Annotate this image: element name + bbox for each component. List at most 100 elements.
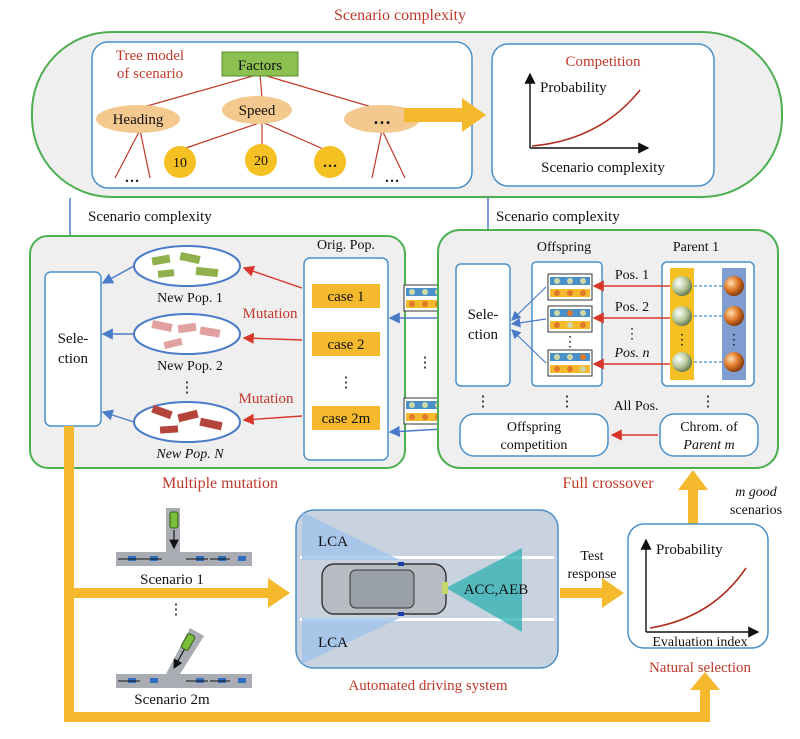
orig-pop-title: Orig. Pop.	[317, 238, 375, 253]
crossover-selection-label-2: ction	[468, 327, 498, 343]
offspring-inner-vdots: ⋮	[563, 335, 577, 350]
new-pop-1	[133, 245, 241, 287]
case-2-box	[312, 332, 380, 356]
case-2m-to-new-pop-n	[242, 413, 303, 425]
more-factors-label: …	[373, 108, 391, 128]
right-complexity-label: Scenario complexity	[496, 209, 620, 225]
pos-n-label: Pos. n	[614, 346, 650, 361]
eval-to-crossover-flow	[688, 484, 698, 524]
case-1-box	[312, 284, 380, 308]
speed-label: Speed	[239, 103, 276, 119]
ego-vehicle	[321, 562, 448, 616]
main-flow-up-arrowhead	[690, 672, 720, 690]
chrom-parent-m-box	[659, 413, 759, 457]
lca-top-zone	[302, 512, 400, 560]
offspring-competition-box	[459, 413, 609, 457]
all-pos-label: All Pos.	[613, 399, 658, 414]
new-pop-vdots: ⋮	[180, 380, 195, 396]
scenarios-to-ads-arrowhead	[268, 578, 290, 608]
scenario-1-road	[116, 508, 252, 566]
factors-node	[221, 51, 299, 77]
offspring-n-to-selection	[511, 329, 547, 364]
crossover-selection-label-1: Sele-	[468, 307, 499, 323]
tree-to-competition-arrow	[404, 98, 486, 132]
new-pop-n	[133, 401, 241, 443]
case-1-to-new-pop-1	[242, 265, 303, 289]
tree-model-label-2: of scenario	[117, 66, 183, 82]
competition-curve	[531, 89, 641, 147]
lane-line-top	[300, 556, 554, 559]
eval-xlabel: Evaluation index	[652, 635, 747, 650]
parent-1-genes	[672, 276, 744, 372]
new-pop-n-to-selection	[101, 409, 135, 423]
new-pop-2	[133, 313, 241, 355]
new-pop-1-label: New Pop. 1	[157, 291, 223, 306]
lca-top-label: LCA	[318, 534, 348, 550]
new-pop-2-cases	[151, 320, 221, 350]
mutation-label-1: Mutation	[243, 306, 298, 322]
mutation-selection-box	[44, 271, 102, 427]
new-pop-n-cases	[151, 404, 223, 434]
more-dots: …	[385, 170, 400, 186]
acc-aeb-zone	[446, 548, 522, 632]
competition-ylabel: Probability	[540, 80, 607, 96]
speed-value-more-label: …	[323, 155, 338, 171]
mutation-selection-label-2: ction	[58, 351, 88, 367]
scenario-1-label: Scenario 1	[140, 572, 204, 588]
main-flow-vertical	[64, 426, 74, 722]
main-flow-bottom	[64, 712, 710, 722]
natural-selection-title: Natural selection	[649, 660, 752, 676]
offspring-vdots: ⋮	[560, 394, 575, 410]
speed-value-20	[245, 144, 277, 176]
new-pop-1-to-selection	[101, 265, 135, 284]
ads-to-eval-flow	[560, 588, 604, 598]
offspring-1-to-selection	[511, 286, 547, 321]
new-pop-1-cases	[151, 252, 219, 278]
m-good-label-1: m good	[735, 485, 778, 500]
lane-line-bottom	[300, 618, 554, 621]
offspring-competition-label-2: competition	[501, 438, 568, 453]
scenario-vdots: ⋮	[169, 602, 184, 618]
competition-title: Competition	[566, 54, 642, 70]
eval-curve	[649, 567, 747, 629]
more-factors-node	[344, 105, 420, 133]
tree-edges	[114, 73, 406, 179]
parent-vdots: ⋮	[701, 394, 716, 410]
chrom-parent-m-label-2: Parent m	[682, 438, 734, 453]
mutation-label-2: Mutation	[239, 391, 294, 407]
heading-node	[96, 105, 180, 133]
ads-to-eval-arrowhead	[602, 578, 624, 608]
mutation-selection-label-1: Sele-	[58, 331, 89, 347]
speed-value-10	[164, 146, 196, 178]
crossover-selection-vdots: ⋮	[476, 394, 491, 410]
test-response-label-2: response	[568, 567, 617, 582]
parent-1-title: Parent 1	[673, 240, 719, 255]
case-2-to-new-pop-2	[242, 332, 303, 344]
parent-1-vdots-a: ⋮	[675, 333, 689, 348]
chrom-parent-m-label-1: Chrom. of	[680, 420, 738, 435]
offspring-2-to-selection	[510, 318, 547, 328]
heading-label: Heading	[113, 112, 164, 128]
main-flow-up-to-natural	[700, 684, 710, 722]
speed-value-more	[314, 146, 346, 178]
case-1-label: case 1	[327, 289, 364, 305]
multiple-mutation-title: Multiple mutation	[162, 475, 278, 492]
pos-1-label: Pos. 1	[615, 268, 649, 283]
competition-xlabel: Scenario complexity	[541, 160, 665, 176]
pos-2-label: Pos. 2	[615, 300, 649, 315]
scenario-2m-road	[116, 628, 252, 688]
scenarios-to-ads-flow	[74, 588, 270, 598]
speed-value-10-label: 10	[173, 156, 187, 171]
factors-label: Factors	[238, 58, 282, 74]
tree-model-label-1: Tree model	[116, 48, 184, 64]
full-crossover-title: Full crossover	[562, 475, 654, 492]
ads-title: Automated driving system	[348, 678, 507, 694]
heading-dots: …	[125, 170, 140, 186]
left-complexity-label: Scenario complexity	[88, 209, 212, 225]
case-2m-box	[312, 406, 380, 430]
pos-vdots: ⋮	[625, 327, 639, 342]
case-2m-label: case 2m	[322, 411, 371, 427]
crossover-selection-box	[455, 263, 511, 387]
evaluation-box	[627, 523, 769, 649]
